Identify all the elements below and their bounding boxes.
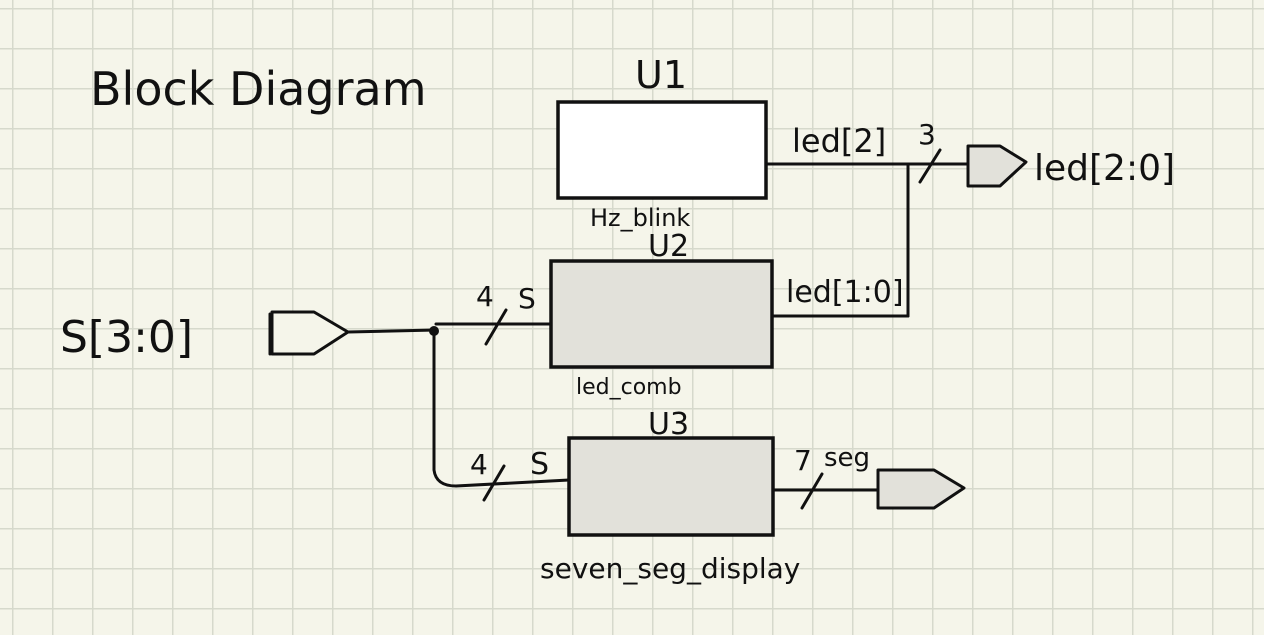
s-to-u3-width-label: 4 xyxy=(470,448,488,481)
s-input-port[interactable] xyxy=(270,310,350,356)
u1-output-signal-label: led[2] xyxy=(792,122,886,160)
s-to-u3-bus-slash xyxy=(482,464,506,502)
s-to-u2-name-label: S xyxy=(518,282,536,315)
u2-module-label: led_comb xyxy=(576,375,682,400)
led-output-port[interactable] xyxy=(966,144,1028,188)
u1-instance-label: U1 xyxy=(635,53,687,97)
s-bus-wire xyxy=(346,328,438,334)
seg-output-port[interactable] xyxy=(876,468,966,510)
u1-block[interactable] xyxy=(556,100,768,200)
u3-module-label: seven_seg_display xyxy=(540,552,800,585)
u2-output-signal-label: led[1:0] xyxy=(786,275,904,310)
u3-instance-label: U3 xyxy=(648,407,689,442)
u2-block[interactable] xyxy=(549,259,774,369)
diagram-title: Block Diagram xyxy=(90,62,427,116)
s-to-u2-bus-slash xyxy=(484,308,508,346)
s-input-label: S[3:0] xyxy=(60,312,193,363)
s-to-u2-width-label: 4 xyxy=(476,280,494,313)
led-output-label: led[2:0] xyxy=(1034,148,1175,189)
u2-instance-label: U2 xyxy=(648,229,689,264)
s-to-u3-wire xyxy=(432,329,571,488)
u3-block[interactable] xyxy=(567,436,775,537)
led-bus-slash xyxy=(918,148,942,184)
s-to-u3-name-label: S xyxy=(530,447,549,482)
u1-module-label: Hz_blink xyxy=(590,204,690,232)
led-bus-width-label: 3 xyxy=(918,118,936,151)
seg-bus-slash xyxy=(800,472,824,510)
seg-width-label: 7 xyxy=(794,444,812,477)
seg-name-label: seg xyxy=(824,443,870,473)
